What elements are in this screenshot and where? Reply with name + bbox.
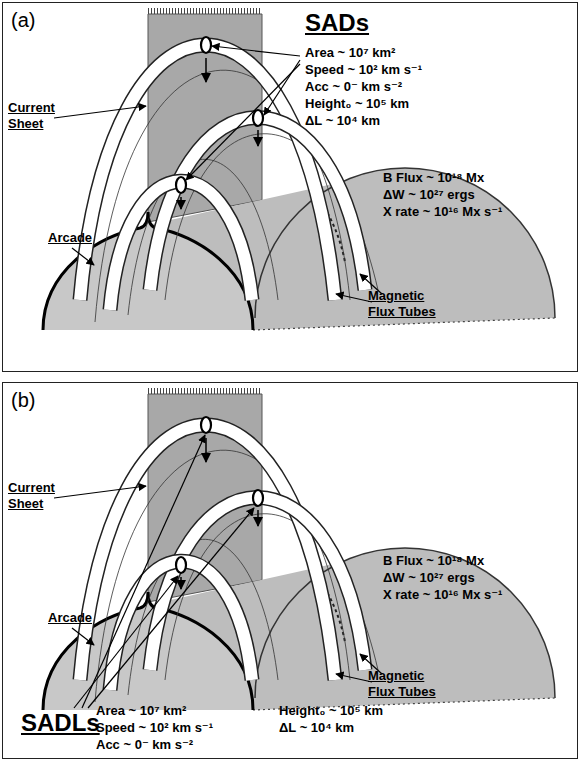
parameter-value: X rate ~ 10¹⁶ Mx s⁻¹ (383, 587, 502, 603)
panel-letter: (a) (11, 8, 35, 32)
panel-box: (b) SADLsArea ~ 10⁷ km²Speed ~ 10² km s⁻¹… (2, 382, 578, 759)
parameter-value: Acc ~ 0⁻ km s⁻² (305, 79, 402, 95)
panel-letter: (b) (11, 388, 35, 412)
panel-b-illustration (43, 391, 555, 710)
pointer-arrow (212, 46, 300, 56)
parameter-value: B Flux ~ 10¹⁸ Mx (383, 170, 484, 186)
panel-box: (a)SADsArea ~ 10⁷ km²Speed ~ 10² km s⁻¹A… (2, 2, 578, 372)
pointer-arrow (82, 435, 205, 708)
panel-a-illustration (43, 11, 555, 330)
part-name: Current Sheet (8, 480, 66, 513)
pointer-arrow (264, 60, 300, 115)
section-heading: SADLs (21, 709, 100, 738)
parameter-value: X rate ~ 10¹⁶ Mx s⁻¹ (383, 204, 502, 220)
parameter-value: Speed ~ 10² km s⁻¹ (96, 720, 213, 736)
parameter-value: Area ~ 10⁷ km² (305, 45, 395, 61)
parameter-value: ΔL ~ 10⁴ km (279, 720, 354, 736)
pointer-arrow (186, 64, 300, 180)
parameter-value: B Flux ~ 10¹⁸ Mx (383, 553, 484, 569)
parameter-value: Height₀ ~ 10⁵ km (305, 96, 409, 112)
parameter-value: Acc ~ 0⁻ km s⁻² (96, 737, 193, 753)
parameter-value: ΔL ~ 10⁴ km (305, 113, 380, 129)
parameter-value: Area ~ 10⁷ km² (96, 703, 186, 719)
part-name: Arcade (48, 610, 118, 626)
part-name: Magnetic Flux Tubes (368, 288, 450, 321)
section-heading: SADs (305, 9, 369, 38)
parameter-value: Speed ~ 10² km s⁻¹ (305, 62, 422, 78)
pointer-arrow (88, 508, 254, 708)
part-name: Magnetic Flux Tubes (368, 668, 450, 701)
parameter-value: ΔW ~ 10²⁷ ergs (383, 187, 475, 203)
pointer-arrow (74, 576, 178, 708)
part-name: Current Sheet (8, 100, 66, 133)
parameter-value: ΔW ~ 10²⁷ ergs (383, 570, 475, 586)
parameter-value: Height₀ ~ 10⁵ km (279, 703, 383, 719)
part-name: Arcade (48, 230, 118, 246)
